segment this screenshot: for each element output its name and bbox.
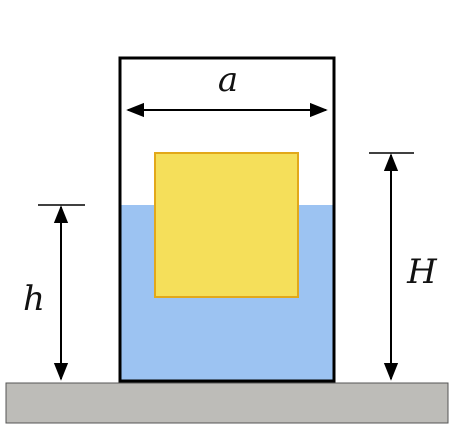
width-label: a [218,60,238,100]
container-height-label: H [406,252,438,292]
container [118,56,336,383]
water-height-label: h [23,279,45,319]
ground-slab [5,382,449,424]
floating-block [154,152,299,298]
